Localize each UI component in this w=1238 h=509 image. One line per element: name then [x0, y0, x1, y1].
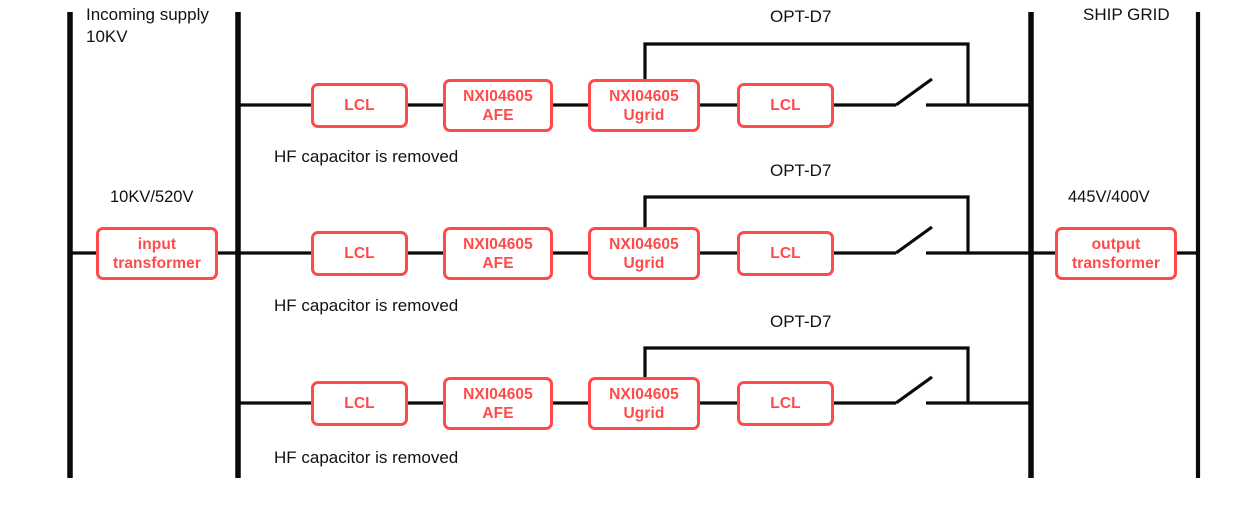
branch3-switch-blade[interactable] [895, 375, 933, 405]
branch1-opt-d7-label: OPT-D7 [770, 7, 832, 26]
branch2-lcl-input-label: LCL [344, 245, 375, 262]
branch3-lcl-output-label: LCL [770, 395, 801, 412]
branch1-afe-block[interactable]: NXI04605 AFE [443, 79, 553, 132]
branch1-lcl-input-label: LCL [344, 97, 375, 114]
output-transformer-label: output transformer [1071, 235, 1161, 272]
branch3-ugrid-label: NXI04605 Ugrid [609, 385, 679, 422]
branch2-lcl-output-block[interactable]: LCL [737, 231, 834, 276]
input-transformer-label: input transformer [112, 235, 202, 272]
branch2-opt-d7-link [643, 195, 970, 253]
branch3-opt-d7-label: OPT-D7 [770, 312, 832, 331]
label-incoming-supply: Incoming supply 10KV [86, 5, 209, 46]
branch2-opt-d7-label: OPT-D7 [770, 161, 832, 180]
output-transformer-block[interactable]: output transformer [1055, 227, 1177, 280]
branch1-afe-label: NXI04605 AFE [463, 87, 533, 124]
branch1-ugrid-label: NXI04605 Ugrid [609, 87, 679, 124]
branch1-lcl-output-block[interactable]: LCL [737, 83, 834, 128]
branch2-ugrid-block[interactable]: NXI04605 Ugrid [588, 227, 700, 280]
branch3-lcl-input-label: LCL [344, 395, 375, 412]
branch1-lcl-input-block[interactable]: LCL [311, 83, 408, 128]
branch2-ugrid-label: NXI04605 Ugrid [609, 235, 679, 272]
branch2-lcl-output-label: LCL [770, 245, 801, 262]
branch2-switch-blade[interactable] [895, 225, 933, 255]
branch3-lcl-input-block[interactable]: LCL [311, 381, 408, 426]
label-output-transformer-ratio: 445V/400V [1068, 188, 1150, 206]
branch3-hf-capacitor-note: HF capacitor is removed [274, 448, 459, 467]
branch1-ugrid-block[interactable]: NXI04605 Ugrid [588, 79, 700, 132]
branch1-hf-capacitor-note: HF capacitor is removed [274, 147, 459, 166]
label-input-transformer-ratio: 10KV/520V [110, 188, 194, 206]
branch2-afe-label: NXI04605 AFE [463, 235, 533, 272]
branch1-lcl-output-label: LCL [770, 97, 801, 114]
branch2-afe-block[interactable]: NXI04605 AFE [443, 227, 553, 280]
label-ship-grid: SHIP GRID [1083, 5, 1170, 24]
branch1-switch-blade[interactable] [895, 77, 933, 107]
branch1-opt-d7-link [643, 42, 970, 105]
input-transformer-block[interactable]: input transformer [96, 227, 218, 280]
branch3-ugrid-block[interactable]: NXI04605 Ugrid [588, 377, 700, 430]
branch2-lcl-input-block[interactable]: LCL [311, 231, 408, 276]
branch3-afe-block[interactable]: NXI04605 AFE [443, 377, 553, 430]
branch3-lcl-output-block[interactable]: LCL [737, 381, 834, 426]
branch2-hf-capacitor-note: HF capacitor is removed [274, 296, 459, 315]
branch3-opt-d7-link [643, 346, 970, 403]
branch3-afe-label: NXI04605 AFE [463, 385, 533, 422]
